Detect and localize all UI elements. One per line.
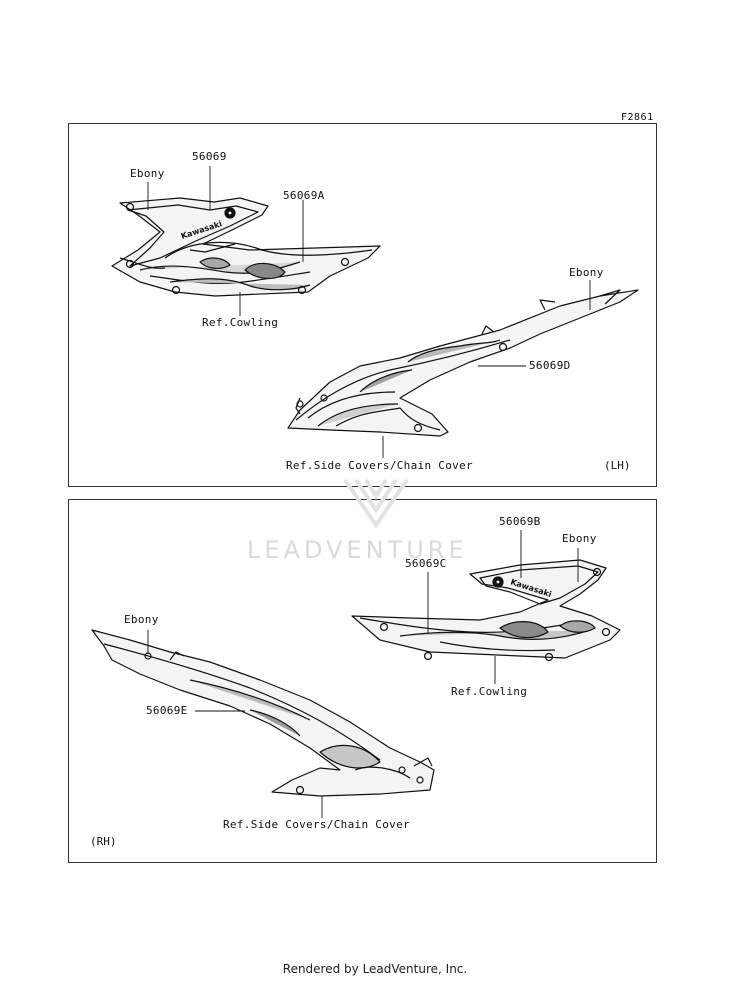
side-label-rh: (RH) [90, 835, 117, 848]
footer-credit: Rendered by LeadVenture, Inc. [282, 962, 468, 976]
lh-cowling-decal: Kawasaki [111, 197, 381, 297]
callout-ebony-lh-rear: Ebony [569, 266, 604, 279]
callout-56069e: 56069E [146, 704, 188, 717]
callout-ref-cowling-lh: Ref.Cowling [202, 316, 279, 329]
lh-side-cover-decal [287, 289, 639, 437]
rh-diagram-panel [68, 499, 657, 863]
callout-ref-side-covers-rh: Ref.Side Covers/Chain Cover [223, 818, 410, 831]
callout-ebony-lh-front: Ebony [130, 167, 165, 180]
watermark-text: LEADVENTURE [247, 536, 468, 564]
callout-56069c: 56069C [405, 557, 447, 570]
callout-56069d: 56069D [529, 359, 571, 372]
callout-56069a: 56069A [283, 189, 325, 202]
rh-side-cover-decal [91, 629, 435, 797]
callout-ebony-rh-rear: Ebony [124, 613, 159, 626]
rh-cowling-decal: Kawasaki [351, 559, 621, 662]
callout-ref-side-covers-lh: Ref.Side Covers/Chain Cover [286, 459, 473, 472]
figure-code: F2861 [621, 112, 654, 123]
callout-56069b: 56069B [499, 515, 541, 528]
callout-ref-cowling-rh: Ref.Cowling [451, 685, 528, 698]
callout-56069: 56069 [192, 150, 227, 163]
callout-ebony-rh-front: Ebony [562, 532, 597, 545]
side-label-lh: (LH) [604, 459, 631, 472]
